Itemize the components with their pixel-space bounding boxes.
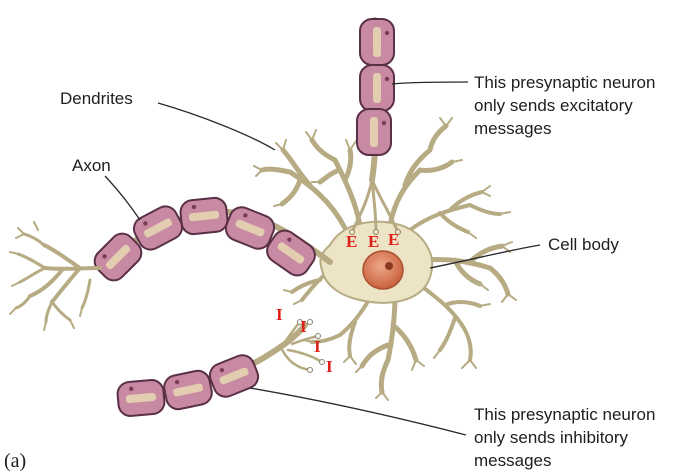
excitatory-caption-line-1: This presynaptic neuron <box>474 72 655 93</box>
excitatory-caption-line-2: only sends excitatory <box>474 95 633 116</box>
inhibitory-synapse-mark: I <box>300 318 307 335</box>
axon-label: Axon <box>72 155 111 176</box>
dendrites-leader <box>158 103 275 150</box>
inhibitory-caption-line-3: messages <box>474 450 551 471</box>
excitatory-presynaptic-axon <box>350 19 401 235</box>
inhibitory-caption-line-2: only sends inhibitory <box>474 427 628 448</box>
excitatory-leader <box>392 82 468 84</box>
excitatory-caption-line-3: messages <box>474 118 551 139</box>
nucleolus <box>385 262 393 270</box>
dendrites-label: Dendrites <box>60 88 133 109</box>
inhibitory-caption-line-1: This presynaptic neuron <box>474 404 655 425</box>
inhibitory-synapse-mark: I <box>314 338 321 355</box>
excitatory-synapse-mark: E <box>346 233 357 250</box>
excitatory-synapse-mark: E <box>368 233 379 250</box>
axon-leader <box>105 176 140 220</box>
inhibitory-presynaptic-axon <box>117 320 325 417</box>
inhibitory-synapse-mark: I <box>276 306 283 323</box>
panel-label: (a) <box>4 450 26 473</box>
axon-terminal-branches <box>10 222 100 330</box>
excitatory-synapse-mark: E <box>388 231 399 248</box>
axon <box>90 197 330 286</box>
inhibitory-leader <box>250 388 466 435</box>
nucleus <box>363 251 403 289</box>
inhibitory-synapse-mark: I <box>326 358 333 375</box>
cell-body-label: Cell body <box>548 234 619 255</box>
